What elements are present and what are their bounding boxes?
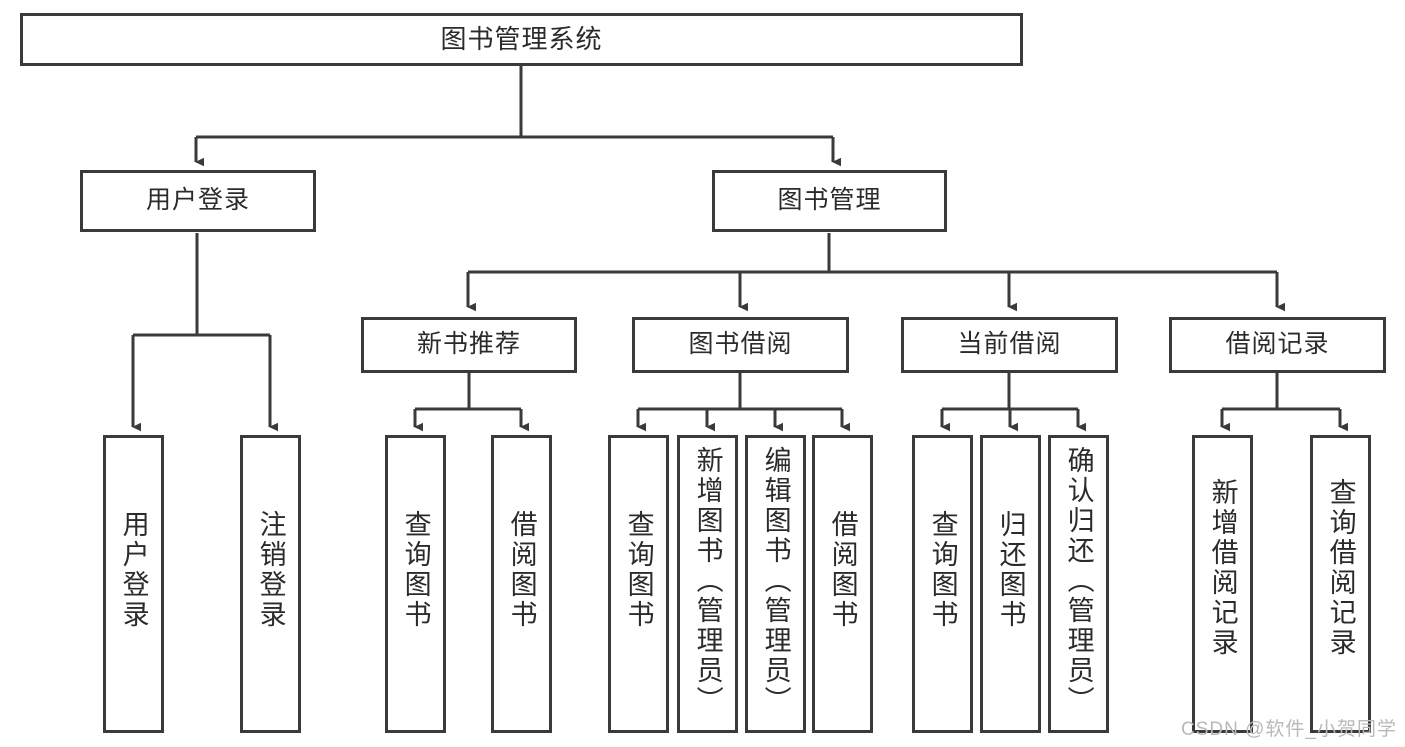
leaf-current-borrow-confirm[interactable]: 确认归还（管理员）	[1048, 435, 1109, 733]
leaf-book-borrow-edit-label: 编辑图书（管理员）	[760, 446, 791, 716]
node-new-book-recommend-label: 新书推荐	[416, 330, 521, 359]
node-user-login[interactable]: 用户登录	[80, 170, 316, 232]
leaf-book-borrow-borrow[interactable]: 借阅图书	[812, 435, 873, 733]
node-book-management-label: 图书管理	[777, 186, 882, 215]
node-current-borrow[interactable]: 当前借阅	[901, 317, 1118, 373]
leaf-book-borrow-edit[interactable]: 编辑图书（管理员）	[745, 435, 806, 733]
leaf-borrow-records-add-label: 新增借阅记录	[1207, 478, 1238, 658]
node-root-system-label: 图书管理系统	[440, 24, 603, 55]
leaf-new-book-query[interactable]: 查询图书	[385, 435, 446, 733]
node-book-management[interactable]: 图书管理	[712, 170, 947, 232]
leaf-current-borrow-confirm-label: 确认归还（管理员）	[1063, 446, 1094, 716]
leaf-user-login-signin-label: 用户登录	[118, 510, 149, 630]
leaf-current-borrow-query-label: 查询图书	[927, 510, 958, 630]
node-current-borrow-label: 当前借阅	[957, 330, 1062, 359]
leaf-user-login-signout-label: 注销登录	[255, 510, 286, 630]
leaf-current-borrow-return[interactable]: 归还图书	[980, 435, 1041, 733]
leaf-user-login-signin[interactable]: 用户登录	[103, 435, 164, 733]
node-user-login-label: 用户登录	[145, 186, 250, 215]
leaf-book-borrow-add[interactable]: 新增图书（管理员）	[677, 435, 738, 733]
node-root-system[interactable]: 图书管理系统	[20, 13, 1023, 66]
node-borrow-records-label: 借阅记录	[1225, 330, 1330, 359]
leaf-new-book-borrow[interactable]: 借阅图书	[491, 435, 552, 733]
leaf-book-borrow-query-label: 查询图书	[623, 510, 654, 630]
leaf-borrow-records-query[interactable]: 查询借阅记录	[1310, 435, 1371, 733]
leaf-user-login-signout[interactable]: 注销登录	[240, 435, 301, 733]
node-book-borrow-label: 图书借阅	[688, 330, 793, 359]
node-book-borrow[interactable]: 图书借阅	[632, 317, 849, 373]
leaf-book-borrow-query[interactable]: 查询图书	[608, 435, 669, 733]
csdn-watermark: CSDN @软件_小贺同学	[1181, 719, 1397, 740]
leaf-book-borrow-borrow-label: 借阅图书	[827, 510, 858, 630]
leaf-new-book-query-label: 查询图书	[400, 510, 431, 630]
leaf-borrow-records-query-label: 查询借阅记录	[1325, 478, 1356, 658]
leaf-borrow-records-add[interactable]: 新增借阅记录	[1192, 435, 1253, 733]
node-borrow-records[interactable]: 借阅记录	[1169, 317, 1386, 373]
leaf-current-borrow-query[interactable]: 查询图书	[912, 435, 973, 733]
leaf-book-borrow-add-label: 新增图书（管理员）	[692, 446, 723, 716]
node-new-book-recommend[interactable]: 新书推荐	[361, 317, 577, 373]
leaf-current-borrow-return-label: 归还图书	[995, 510, 1026, 630]
leaf-new-book-borrow-label: 借阅图书	[506, 510, 537, 630]
